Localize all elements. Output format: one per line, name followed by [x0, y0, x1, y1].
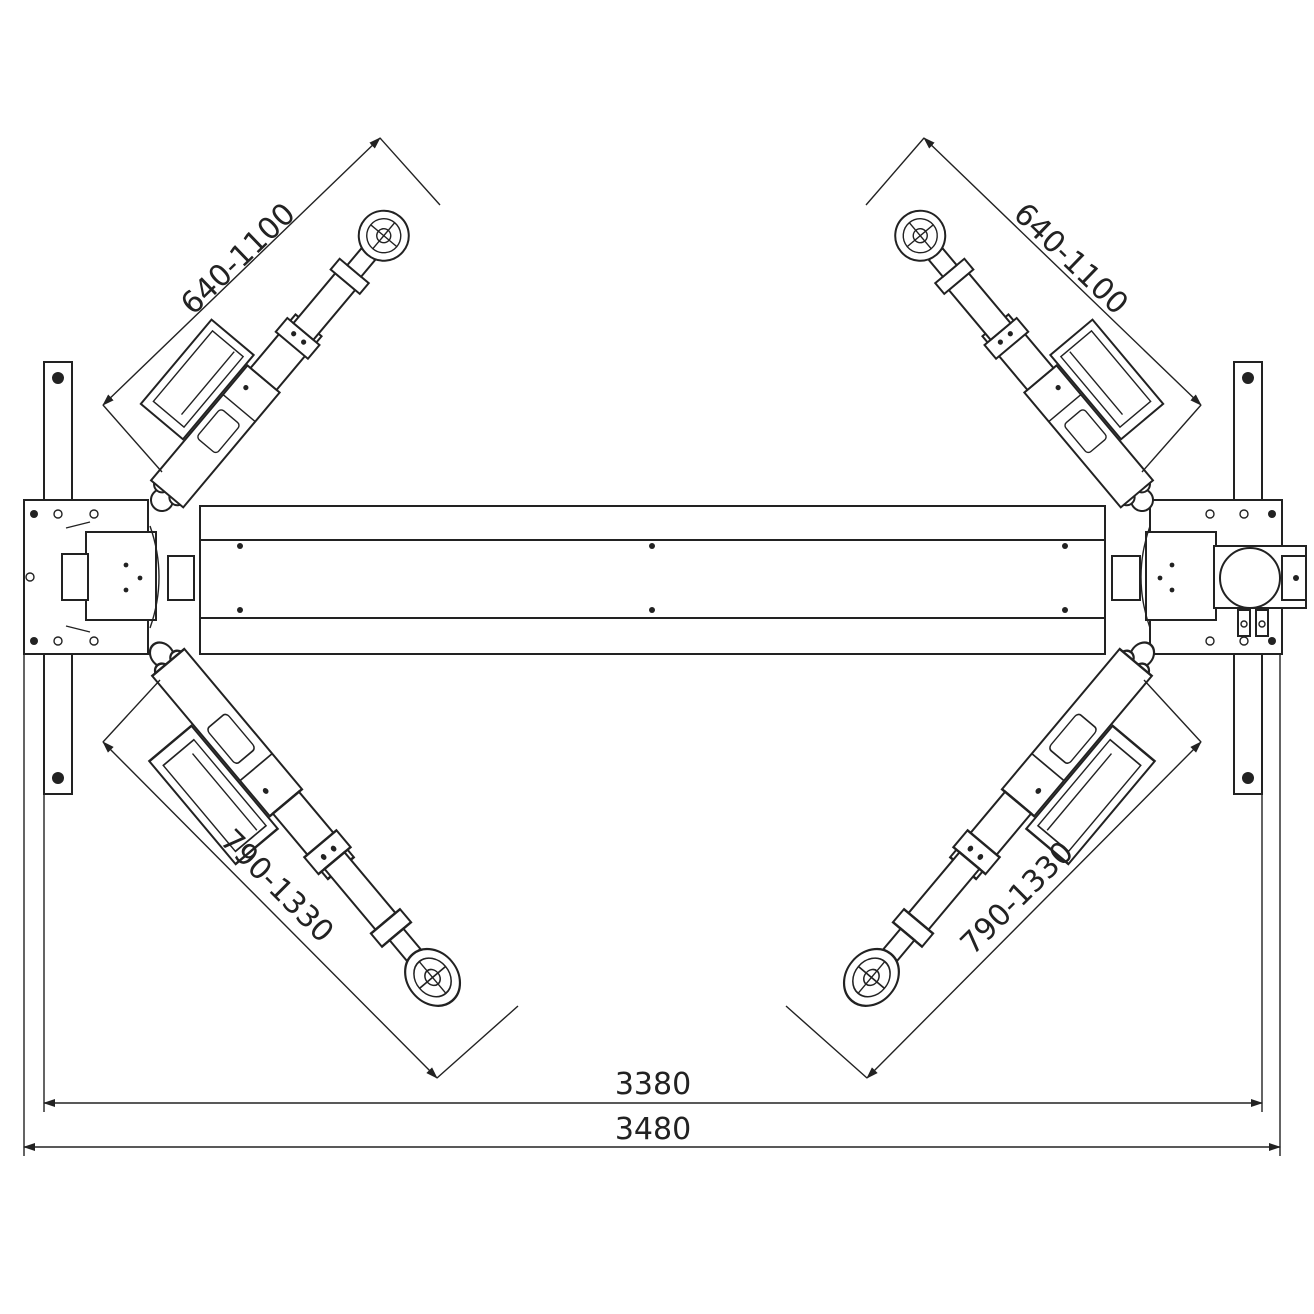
inner-width-label: 3380: [615, 1067, 691, 1102]
right-column: [1111, 361, 1307, 795]
outer-width-label: 3480: [615, 1112, 691, 1147]
arm-lower-left: [92, 627, 473, 1053]
dimension-upper-left: 640-1100: [102, 137, 441, 473]
floor-plate: [199, 505, 1106, 655]
arm-lower-right: [831, 627, 1212, 1053]
left-column: [23, 361, 195, 795]
dimension-inner-width: 3380: [43, 794, 1263, 1112]
upper-left-dimension-label: 640-1100: [174, 196, 302, 322]
dimension-outer-width: 3480: [23, 654, 1281, 1156]
dimension-upper-right: 640-1100: [865, 137, 1202, 473]
upper-right-dimension-label: 640-1100: [1006, 196, 1134, 322]
dimension-lower-left: 790-1330: [102, 679, 519, 1079]
dimension-lower-right: 790-1330: [785, 679, 1202, 1079]
motor-unit: [1213, 545, 1307, 637]
